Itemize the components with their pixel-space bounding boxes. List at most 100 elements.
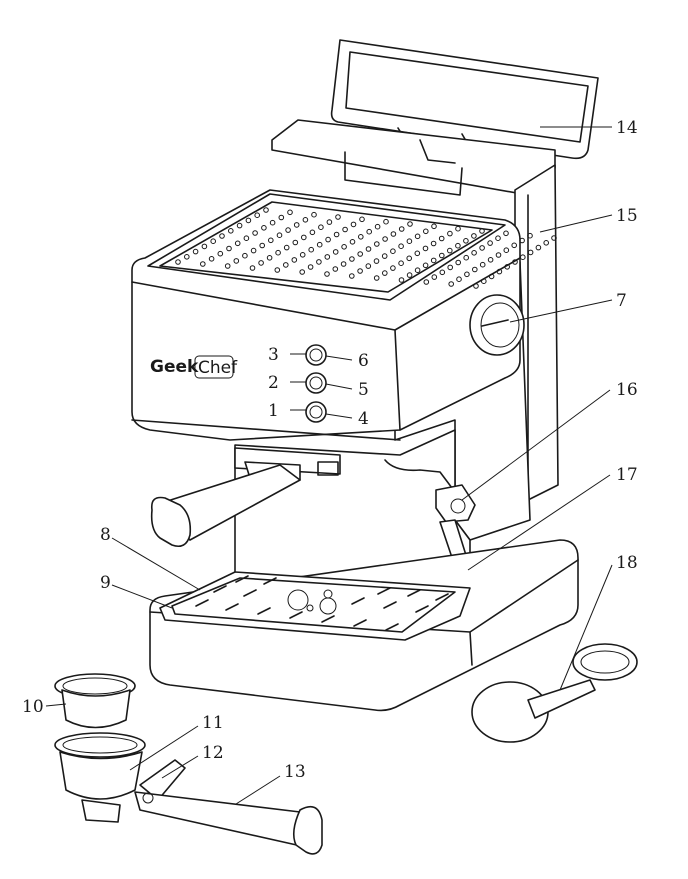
callout-2: 2 [268, 373, 279, 393]
callout-4: 4 [358, 409, 369, 429]
cup-warmer-hole [308, 246, 315, 253]
cup-warmer-hole [266, 254, 273, 261]
cup-warmer-hole [495, 252, 502, 258]
cup-warmer-hole [398, 277, 405, 283]
cup-warmer-hole [349, 273, 355, 279]
cup-warmer-hole [382, 236, 388, 242]
cup-warmer-hole [512, 259, 518, 265]
cup-warmer-hole [287, 209, 293, 216]
cup-warmer-hole [365, 263, 372, 269]
button-2-5[interactable] [305, 372, 327, 394]
cup-warmer-hole [414, 267, 421, 274]
callout-1: 1 [268, 401, 279, 421]
cup-warmer-grid [175, 207, 557, 289]
cup-warmer-hole [535, 244, 542, 251]
cup-warmer-hole [519, 237, 525, 244]
portafilter [54, 732, 323, 855]
cup-warmer-hole [357, 251, 364, 257]
cup-warmer-hole [472, 266, 478, 273]
cup-warmer-hole [487, 240, 493, 246]
cup-warmer-hole [488, 273, 495, 280]
cup-warmer-hole [258, 260, 264, 266]
drip-tray-slot [289, 611, 303, 619]
cup-warmer-hole [357, 268, 363, 274]
cup-warmer-hole [496, 268, 503, 275]
cup-warmer-hole [350, 221, 357, 228]
cup-warmer-hole [243, 235, 250, 241]
cup-warmer-hole [245, 217, 252, 224]
cup-warmer-hole [200, 261, 206, 267]
button-3-6[interactable] [305, 344, 327, 366]
cup-warmer-hole [374, 223, 381, 230]
machine-body [131, 189, 531, 601]
cup-warmer-hole [293, 222, 300, 228]
cup-warmer-hole [249, 265, 256, 271]
drip-tray-slot [213, 585, 227, 593]
cup-warmer-hole [423, 279, 430, 285]
cup-warmer-hole [527, 232, 533, 239]
drip-tray-slot [351, 597, 365, 605]
cup-warmer-hole [543, 240, 550, 246]
button-1-4[interactable] [305, 401, 327, 423]
single-filter-basket [54, 673, 136, 729]
cup-warmer-hole [503, 247, 510, 253]
cup-warmer-hole [406, 272, 413, 278]
cup-warmer-hole [504, 264, 511, 270]
cup-warmer-hole [301, 234, 307, 241]
cup-warmer-hole [250, 247, 257, 254]
drip-tray-slot [415, 605, 429, 613]
cup-warmer-hole [479, 261, 486, 268]
cup-warmer-hole [263, 207, 269, 213]
cup-warmer-hole [341, 244, 347, 250]
cup-warmer-hole [406, 255, 413, 262]
cup-warmer-hole [316, 259, 322, 265]
brand-box [194, 355, 234, 379]
cup-warmer-hole [318, 224, 324, 230]
cup-warmer-hole [184, 253, 190, 260]
cup-warmer-hole [373, 258, 380, 264]
cup-warmer-hole [234, 240, 241, 247]
drip-tray-slot [321, 615, 335, 623]
cup-warmer-hole [520, 254, 526, 261]
drip-tray-slot [383, 601, 397, 609]
callout-11: 11 [202, 713, 224, 733]
drip-tray-slot [385, 623, 399, 631]
cup-warmer-hole [333, 231, 340, 238]
cup-warmer-hole [487, 257, 494, 263]
cup-warmer-hole [335, 214, 341, 220]
callout-17: 17 [616, 465, 638, 485]
cup-warmer-hole [358, 234, 364, 240]
cup-warmer-hole [217, 250, 224, 257]
cup-warmer-hole [383, 218, 389, 225]
cup-warmer-hole [210, 238, 216, 244]
cup-warmer-hole [471, 250, 477, 256]
steam-knob[interactable] [469, 294, 525, 356]
cup-warmer-hole [423, 228, 429, 235]
cup-warmer-hole [311, 211, 317, 218]
cup-warmer-hole [228, 228, 234, 234]
cup-warmer-hole [326, 219, 333, 225]
cup-warmer-hole [381, 253, 388, 259]
cup-warmer-hole [438, 235, 445, 242]
cup-warmer-hole [464, 271, 470, 278]
cup-warmer-hole [422, 245, 429, 252]
drip-tray-slot [407, 589, 421, 597]
drip-tray-slot [263, 577, 277, 585]
cup-warmer-hole [309, 229, 316, 236]
brand-part2: Chef [198, 358, 238, 378]
cup-warmer-hole [252, 230, 258, 236]
cup-warmer-hole [473, 283, 479, 289]
callout-6: 6 [358, 351, 369, 371]
cup-warmer-hole [261, 225, 267, 231]
cup-warmer-hole [242, 252, 248, 259]
cup-warmer-hole [201, 243, 208, 250]
cup-warmer-hole [511, 242, 518, 249]
callout-18: 18 [616, 553, 638, 573]
cup-warmer-hole [481, 278, 487, 285]
callout-13: 13 [284, 762, 306, 782]
cup-warmer-hole [349, 239, 356, 245]
cup-warmer-hole [302, 217, 309, 223]
cup-warmer-hole [398, 226, 405, 232]
cup-warmer-hole [495, 235, 501, 241]
